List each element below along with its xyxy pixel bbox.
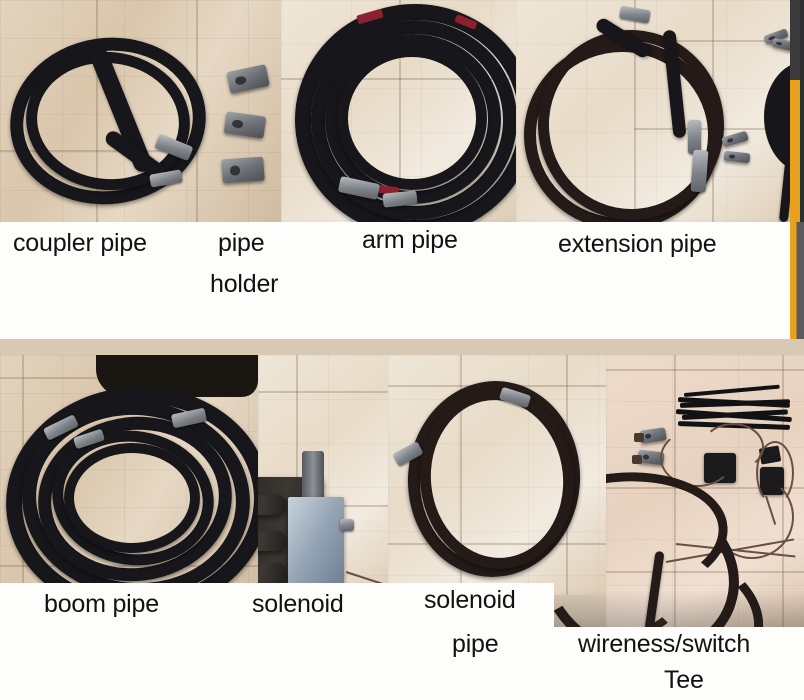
solenoid-terminal: [340, 519, 354, 531]
seam: [388, 543, 606, 545]
coupler-pipe-photo: [0, 0, 281, 222]
torn-cardboard-shadow: [96, 355, 258, 397]
pipe-holder-clamp: [221, 156, 265, 184]
cardboard-backdrop: [0, 0, 281, 222]
seam: [0, 565, 258, 567]
label-solenoid: solenoid: [252, 590, 344, 618]
orange-edge-strip: [790, 0, 800, 222]
label-solenoid-2: solenoid: [424, 586, 516, 614]
harness-wire: [660, 429, 734, 487]
solenoid-valve-port: [258, 531, 286, 551]
label-tee: Tee: [664, 666, 704, 694]
top-label-band: [0, 222, 790, 339]
hose-fitting: [688, 120, 701, 154]
hose-fitting: [690, 149, 709, 193]
seam: [674, 355, 676, 627]
edge-strip-filler: [800, 0, 804, 222]
boom-pipe-photo: [0, 355, 258, 595]
hydraulic-hose-coil: [64, 443, 200, 553]
seam: [0, 150, 196, 152]
seam: [460, 355, 462, 595]
seam: [296, 355, 298, 595]
label-coupler-pipe: coupler pipe: [13, 229, 147, 257]
harness-wire: [756, 441, 794, 505]
label-extension-pipe: extension pipe: [558, 230, 717, 258]
arm-pipe-photo: [281, 0, 516, 222]
solenoid-pipe-photo: [388, 355, 606, 595]
label-boom-pipe: boom pipe: [44, 590, 159, 618]
label-wireness-switch: wireness/switch: [578, 630, 751, 658]
tee-fitting-nut: [632, 455, 642, 464]
harness-wire: [702, 423, 764, 471]
seam: [606, 571, 804, 573]
seam: [96, 0, 98, 222]
seam: [258, 391, 388, 393]
orange-edge-strip: [790, 222, 804, 339]
solenoid-coil: [288, 497, 344, 591]
extension-pipe-photo: [516, 0, 804, 222]
cardboard-backdrop: [388, 355, 606, 595]
harness-wire: [710, 475, 794, 559]
seam: [566, 355, 568, 595]
label-pipe: pipe: [218, 229, 265, 257]
solenoid-valve-port: [258, 495, 286, 515]
solenoid-valve-port: [258, 563, 286, 583]
solenoid-coil-stem: [302, 451, 324, 499]
seam: [196, 0, 198, 222]
tee-fitting-nut: [634, 433, 644, 442]
seam: [388, 385, 606, 387]
solenoid-photo: [258, 355, 388, 595]
seam: [22, 355, 24, 595]
label-arm-pipe: arm pipe: [362, 226, 458, 254]
wireness-photo: [606, 355, 804, 627]
hydraulic-hose-coil: [337, 46, 487, 190]
label-holder: holder: [210, 270, 279, 298]
seam: [606, 369, 804, 371]
label-pipe-2: pipe: [452, 630, 499, 658]
seam: [634, 40, 804, 42]
seam: [606, 487, 804, 489]
